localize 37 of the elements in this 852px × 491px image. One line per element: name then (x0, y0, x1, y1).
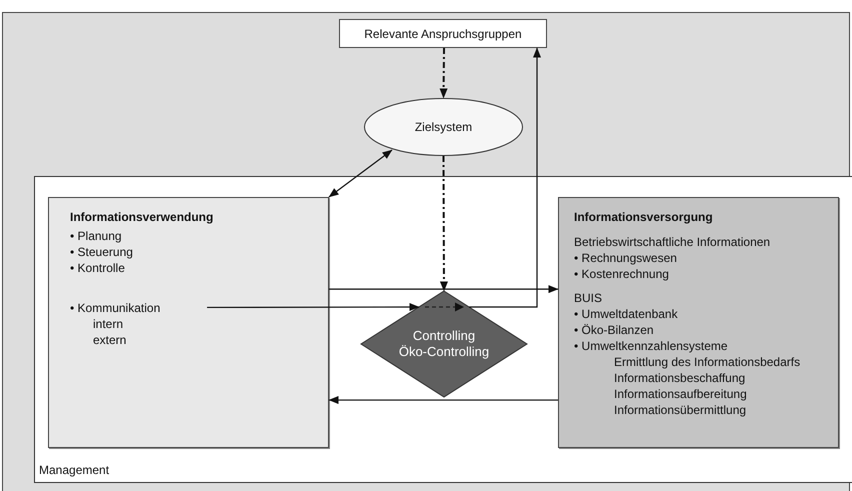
node-text: • Rechnungswesen (574, 250, 678, 266)
arrow (328, 150, 392, 198)
arrow (469, 48, 542, 308)
node-text: • Kostenrechnung (574, 266, 670, 282)
arrow (328, 396, 558, 404)
node-text: • Planung (70, 228, 123, 244)
usage-panel (48, 197, 329, 448)
node-text: • Kontrolle (70, 260, 126, 276)
goal-ellipse (364, 98, 523, 156)
supply-panel (558, 197, 839, 448)
node-text: Zielsystem (414, 119, 472, 135)
frame-label: Management (39, 462, 110, 478)
node-text: intern (93, 316, 124, 332)
arrow (207, 303, 420, 312)
node-text: • Steuerung (70, 244, 134, 260)
node-text: Öko-Controlling (398, 344, 490, 360)
node-text: Ermittlung des Informationsbedarfs (614, 354, 802, 370)
stakeholder-box (339, 19, 547, 48)
node-text: Informationsaufbereitung (614, 386, 748, 402)
arrow (440, 156, 448, 292)
node-text: Informationsbeschaffung (614, 370, 746, 386)
node-text: • Umweltkennzahlensysteme (574, 338, 729, 354)
node-text: Controlling (412, 328, 476, 344)
node-text: BUIS (574, 290, 604, 306)
node-text: Relevante Anspruchsgruppen (364, 26, 522, 42)
node-text: • Kommunikation (70, 300, 162, 316)
node-text: Betriebswirtschaftliche Informationen (574, 234, 772, 250)
arrow (440, 48, 448, 98)
node-text: extern (93, 332, 128, 348)
panel-heading: Informationsversorgung (574, 209, 714, 225)
management-frame (34, 176, 852, 483)
node-text: Informationsübermittlung (614, 402, 748, 418)
controlling-diamond (361, 291, 527, 397)
node-text: • Umweltdatenbank (574, 306, 679, 322)
panel-heading: Informationsverwendung (70, 209, 214, 225)
arrow (329, 285, 558, 294)
node-text: • Öko-Bilanzen (574, 322, 655, 338)
